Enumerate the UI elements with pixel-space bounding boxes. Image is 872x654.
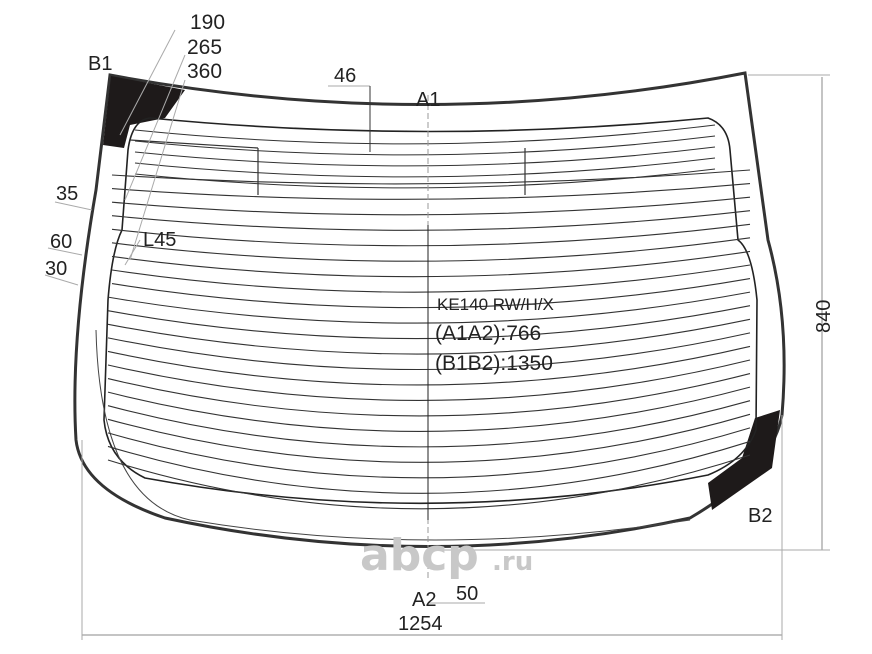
leader-l45 (124, 239, 141, 266)
label-a2: A2 (412, 589, 436, 611)
model-code: KE140 RW/H/X (437, 295, 554, 314)
print-area-outline (103, 117, 758, 505)
dim-width: 1254 (398, 613, 443, 635)
heater-line (107, 454, 751, 510)
heater-line (111, 278, 751, 309)
dim-60: 60 (50, 231, 72, 253)
heater-line (107, 386, 751, 432)
label-b1: B1 (88, 53, 112, 75)
leader-360 (129, 79, 186, 261)
heater-line (107, 427, 751, 479)
heater-line (111, 264, 751, 293)
border-line (95, 329, 691, 541)
heater-line (107, 305, 751, 340)
glass-outline (73, 71, 786, 548)
leader-265 (124, 54, 186, 201)
heater-line (111, 250, 751, 278)
heater-line (107, 291, 751, 324)
heater-line (111, 183, 751, 200)
dim-190: 190 (190, 11, 225, 34)
upper-panel-left (129, 139, 259, 195)
upper-heater-line (134, 124, 716, 145)
leader-30 (44, 274, 79, 286)
upper-heater-line (134, 157, 716, 178)
b1b2-value: (B1B2):1350 (435, 352, 553, 375)
upper-heater-line (134, 168, 716, 189)
heater-line (111, 210, 751, 231)
dim-46: 46 (334, 65, 356, 87)
dim-360: 360 (187, 60, 222, 83)
heater-lines (107, 124, 751, 510)
dim-l45: L45 (143, 229, 176, 251)
heater-line (107, 373, 751, 417)
watermark-tld: .ru (492, 547, 533, 577)
upper-heater-line (134, 146, 716, 167)
label-a1: A1 (416, 89, 440, 111)
dim-35: 35 (56, 183, 78, 205)
heater-line (107, 332, 751, 371)
upper-heater-line (134, 135, 716, 156)
watermark-logo: abcp (360, 530, 479, 581)
dim-265: 265 (187, 36, 222, 59)
corner-patch-b2 (708, 410, 780, 510)
heater-line (111, 223, 751, 247)
a1a2-value: (A1A2):766 (435, 322, 541, 345)
heater-line (107, 318, 751, 355)
leader-190 (119, 29, 176, 136)
leader-60 (47, 247, 83, 256)
heater-line (107, 359, 751, 401)
corner-patch-b1 (103, 76, 185, 148)
heater-line (107, 413, 751, 463)
label-b2: B2 (748, 505, 772, 527)
heater-line (111, 196, 751, 216)
dim-30: 30 (45, 258, 67, 280)
heater-line (107, 400, 751, 448)
heater-line (111, 237, 751, 262)
leader-35 (54, 201, 93, 211)
dim-50: 50 (456, 583, 478, 605)
dim-height: 840 (813, 300, 835, 333)
heater-line (107, 440, 751, 494)
heater-line (107, 345, 751, 386)
